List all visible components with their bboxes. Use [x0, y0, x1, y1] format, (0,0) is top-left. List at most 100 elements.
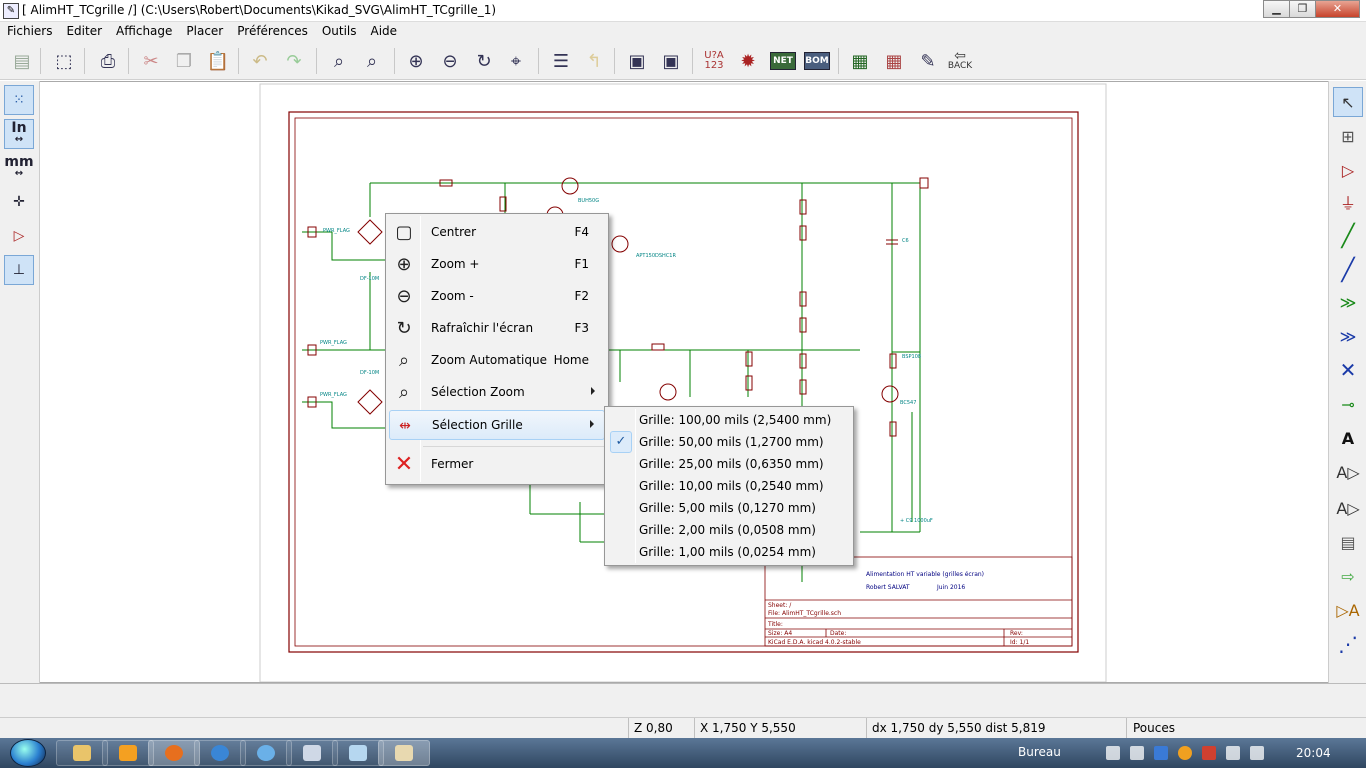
start-button[interactable] — [10, 739, 46, 767]
menu-editer[interactable]: Editer — [66, 24, 103, 38]
grid-option-1mil[interactable]: Grille: 1,00 mils (0,0254 mm) — [608, 541, 850, 563]
schematic-canvas[interactable]: Alimentation HT variable (grilles écran)… — [40, 81, 1328, 683]
minimize-button[interactable]: ▁ — [1263, 0, 1290, 18]
menu-item-selection-zoom[interactable]: ⌕ Sélection Zoom — [389, 378, 605, 408]
bom-button[interactable]: BOM — [804, 52, 830, 70]
taskbar-app-4[interactable] — [194, 740, 246, 766]
menu-aide[interactable]: Aide — [370, 24, 398, 38]
menu-preferences[interactable]: Préférences — [237, 24, 308, 38]
cursor-shape-icon[interactable]: ✛ — [13, 194, 25, 210]
taskbar-app-6[interactable] — [286, 740, 338, 766]
menu-item-zoom-auto[interactable]: ⌕ Zoom Automatique Home — [389, 346, 605, 376]
taskbar-clock[interactable]: 20:04 — [1296, 746, 1331, 760]
taskbar-bureau[interactable]: Bureau — [1018, 745, 1061, 759]
menu-item-zoom-plus[interactable]: ⊕ Zoom + F1 — [389, 250, 605, 280]
edit-fields-icon[interactable]: ✎ — [920, 50, 936, 72]
taskbar-kicad[interactable] — [378, 740, 430, 766]
taskbar-app-5[interactable] — [240, 740, 292, 766]
grid-option-25mils[interactable]: Grille: 25,00 mils (0,6350 mm) — [608, 453, 850, 475]
menu-item-label: Centrer — [431, 225, 477, 239]
place-power-icon[interactable]: ⏚ — [1339, 194, 1356, 213]
menu-affichage[interactable]: Affichage — [116, 24, 173, 38]
global-label-icon[interactable]: A▷ — [1336, 462, 1360, 482]
annotate-sub-label: 123 — [704, 60, 724, 71]
menu-item-fermer[interactable]: ✕ Fermer — [389, 450, 605, 480]
tray-icon-1[interactable] — [1106, 746, 1120, 760]
menu-item-refresh[interactable]: ↻ Rafraîchir l'écran F3 — [389, 314, 605, 344]
tray-icon-3[interactable] — [1154, 746, 1168, 760]
grid-toggle-icon[interactable]: ⁙ — [4, 85, 34, 115]
units-mm-button[interactable]: mm↔ — [4, 153, 34, 183]
volume-icon[interactable] — [1130, 746, 1144, 760]
grid-option-100mils[interactable]: Grille: 100,00 mils (2,5400 mm) — [608, 409, 850, 431]
taskbar-media-player[interactable] — [102, 740, 154, 766]
signal-icon[interactable] — [1250, 746, 1264, 760]
menu-placer[interactable]: Placer — [186, 24, 224, 38]
taskbar-app-7[interactable] — [332, 740, 384, 766]
grid-option-50mils[interactable]: ✓ Grille: 50,00 mils (1,2700 mm) — [608, 431, 850, 453]
print-icon[interactable]: ⎙ — [100, 50, 116, 72]
tray-icon-4[interactable] — [1178, 746, 1192, 760]
zoom-fit-icon[interactable]: ⌖ — [510, 50, 522, 72]
close-window-button[interactable]: ✕ — [1315, 0, 1360, 18]
taskbar-explorer[interactable] — [56, 740, 108, 766]
flag-icon[interactable] — [1226, 746, 1240, 760]
cut-icon[interactable]: ✂ — [143, 50, 159, 72]
place-bus-icon[interactable]: ╱ — [1341, 257, 1355, 283]
bus-to-bus-entry-icon[interactable]: ≫ — [1339, 326, 1357, 346]
page-settings-icon[interactable]: ⬚ — [55, 50, 73, 72]
grid-option-10mils[interactable]: Grille: 10,00 mils (0,2540 mm) — [608, 475, 850, 497]
place-component-icon[interactable]: ▷ — [1341, 160, 1355, 180]
taskbar-firefox[interactable] — [148, 740, 200, 766]
select-pointer-icon[interactable]: ↖ — [1333, 87, 1363, 117]
hierarchy-navigation-icon[interactable]: ⊞ — [1341, 126, 1355, 146]
zoom-in-icon[interactable]: ⊕ — [408, 50, 424, 72]
copy-icon[interactable]: ❐ — [175, 50, 193, 72]
menu-fichiers[interactable]: Fichiers — [7, 24, 53, 38]
sheet-border-outer — [288, 111, 1079, 653]
library-editor-icon[interactable]: ▣ — [628, 50, 646, 72]
svg-text:PWR_FLAG: PWR_FLAG — [323, 228, 350, 234]
undo-icon[interactable]: ↶ — [252, 50, 268, 72]
svg-text:BC547: BC547 — [900, 400, 916, 406]
new-sheet-icon[interactable]: ▤ — [13, 50, 31, 72]
horizontal-vertical-lines-icon[interactable]: ⊥ — [4, 255, 34, 285]
place-junction-icon[interactable]: ⊸ — [1341, 394, 1355, 414]
no-connect-icon[interactable]: ✕ — [1339, 358, 1357, 382]
leave-sheet-icon[interactable]: ↰ — [586, 50, 602, 72]
redraw-icon[interactable]: ↻ — [476, 50, 492, 72]
erc-bug-icon[interactable]: ✹ — [740, 50, 756, 72]
maximize-button[interactable]: ❐ — [1289, 0, 1316, 18]
units-inch-button[interactable]: In↔ — [4, 119, 34, 149]
paste-icon[interactable]: 📋 — [206, 50, 230, 72]
tray-icon-5[interactable] — [1202, 746, 1216, 760]
hierarchical-sheet-icon[interactable]: ▤ — [1340, 532, 1356, 552]
hierarchical-label-icon[interactable]: A▷ — [1336, 498, 1360, 518]
svg-text:APT150DSHC1R: APT150DSHC1R — [636, 253, 676, 259]
grid-option-2mils[interactable]: Grille: 2,00 mils (0,0508 mm) — [608, 519, 850, 541]
import-sheet-pin-icon[interactable]: ⇨ — [1341, 566, 1355, 586]
windows-taskbar: Bureau 20:04 — [0, 738, 1366, 768]
hierarchical-pin-icon[interactable]: ▷A — [1336, 600, 1360, 620]
redo-icon[interactable]: ↷ — [286, 50, 302, 72]
pcbnew-icon[interactable]: ▦ — [885, 50, 903, 72]
library-browser-icon[interactable]: ▣ — [662, 50, 680, 72]
cvpcb-icon[interactable]: ▦ — [851, 50, 869, 72]
find-replace-icon[interactable]: ⌕ — [366, 50, 378, 72]
net-label-icon[interactable]: A — [1341, 428, 1355, 448]
hidden-pins-icon[interactable]: ▷ — [13, 228, 25, 244]
hierarchy-navigator-icon[interactable]: ☰ — [552, 50, 570, 72]
graphic-line-icon[interactable]: ⋰ — [1338, 632, 1358, 656]
find-icon[interactable]: ⌕ — [333, 50, 345, 72]
grid-option-5mils[interactable]: Grille: 5,00 mils (0,1270 mm) — [608, 497, 850, 519]
netlist-button[interactable]: NET — [770, 52, 796, 70]
wire-to-bus-entry-icon[interactable]: ≫ — [1339, 292, 1357, 312]
menu-item-selection-grille[interactable]: ⇹ Sélection Grille — [389, 410, 605, 440]
zoom-out-icon[interactable]: ⊖ — [442, 50, 458, 72]
menu-outils[interactable]: Outils — [321, 24, 357, 38]
menu-item-centrer[interactable]: ▢ Centrer F4 — [389, 218, 605, 248]
back-annotate-button[interactable]: ⇦BACK — [946, 47, 974, 75]
place-wire-icon[interactable]: ╱ — [1341, 223, 1355, 249]
menu-item-zoom-minus[interactable]: ⊖ Zoom - F2 — [389, 282, 605, 312]
